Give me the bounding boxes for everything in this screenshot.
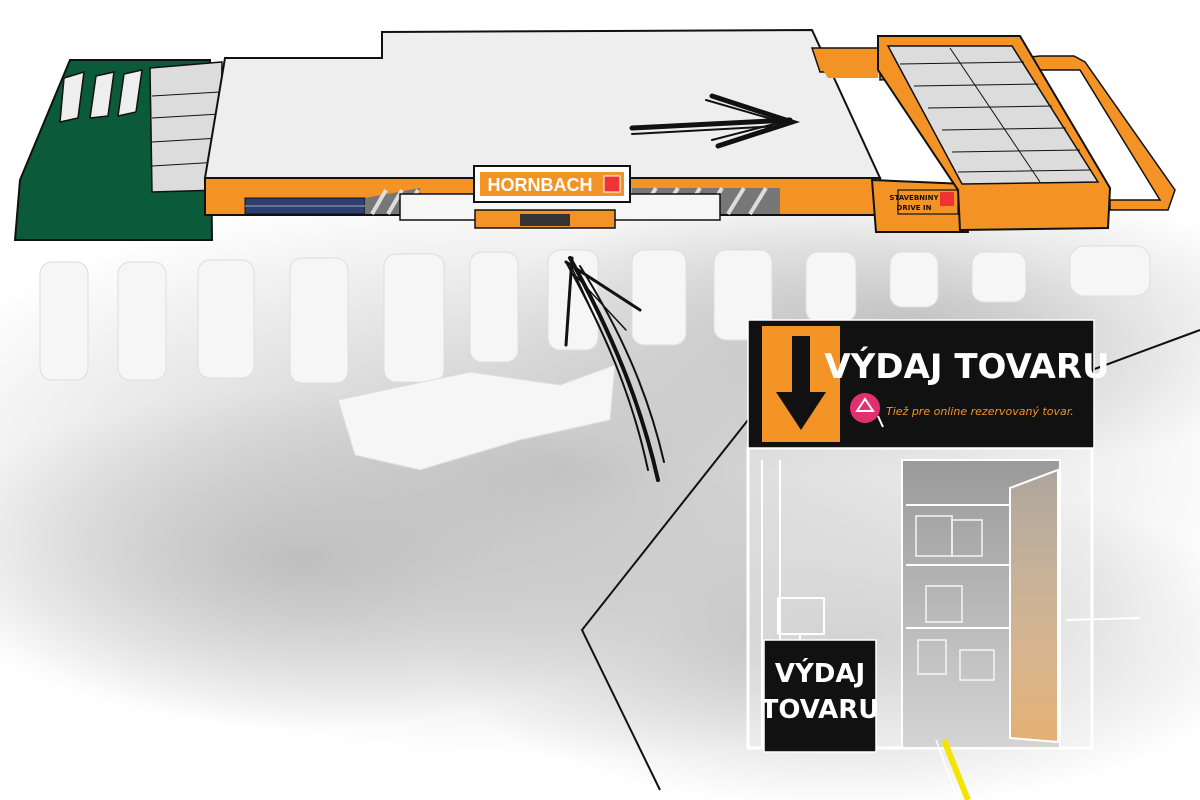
drive-in-label-line1: STAVEBNINY: [889, 194, 939, 202]
brand-name: HORNBACH: [488, 175, 593, 195]
drive-in-label-line2: DRIVE IN: [897, 204, 932, 212]
down-arrow-icon: [776, 336, 826, 430]
drive-in-area: STAVEBNINY DRIVE IN: [810, 47, 1176, 233]
pickup-sign-subtitle: Tiež pre online rezervovaný tovar.: [886, 405, 1074, 418]
hornbach-logo-sign: HORNBACH: [473, 165, 631, 203]
zoom-callout-lines: [580, 329, 1200, 791]
counter-sign-line2: TOVARU: [761, 695, 880, 725]
main-store-roof: [203, 28, 882, 179]
direction-arrow-icon: [629, 93, 801, 149]
parking-spaces: [39, 245, 1151, 471]
garden-center: [13, 59, 223, 241]
pickup-sign-title: VÝDAJ TOVARU: [824, 346, 1109, 387]
online-reservation-icon: [850, 393, 884, 428]
drive-in-canopy: [877, 35, 1112, 232]
counter-sign-line1: VÝDAJ: [775, 657, 865, 689]
entry-arrow-icon: [564, 256, 665, 482]
counter-sign: VÝDAJ TOVARU: [761, 639, 880, 753]
pickup-sign: VÝDAJ TOVARU Tiež pre online rezervovaný…: [747, 319, 1110, 449]
